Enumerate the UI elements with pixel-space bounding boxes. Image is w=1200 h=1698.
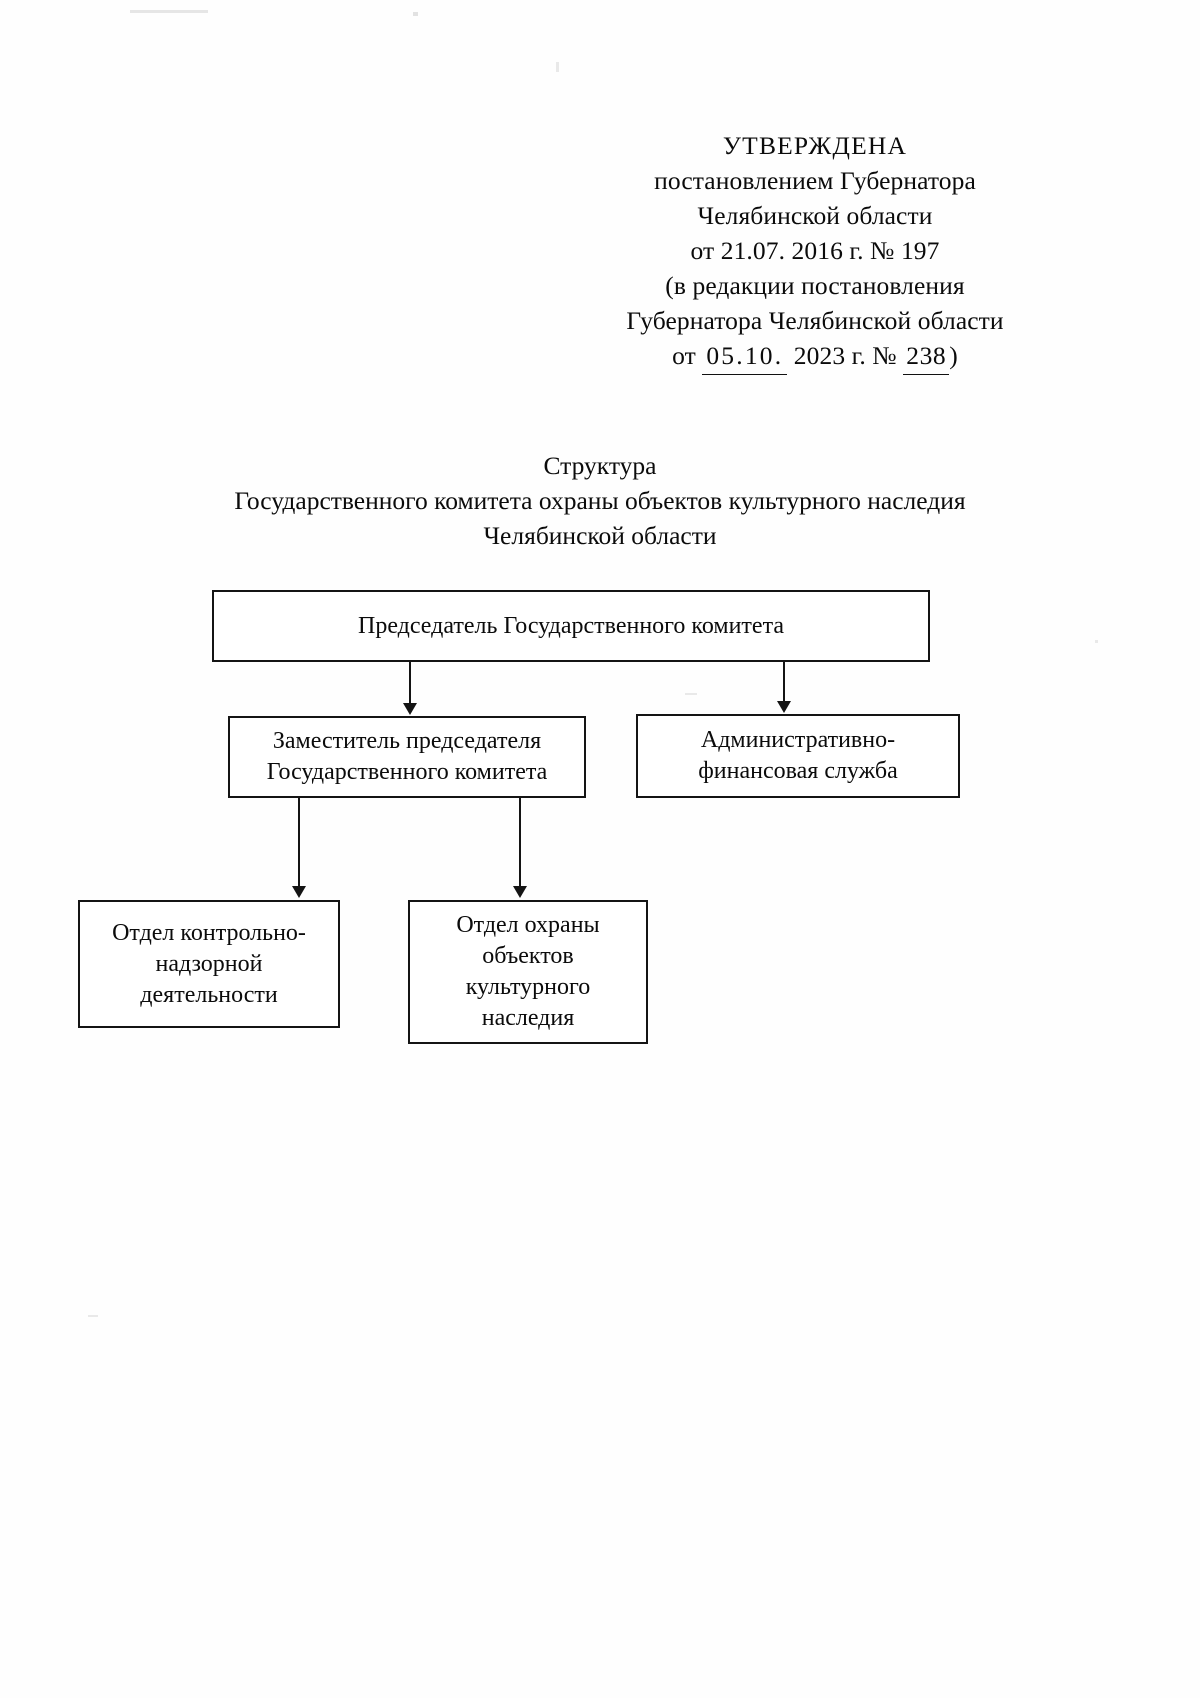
scan-artifact bbox=[130, 10, 208, 13]
approval-line-5: (в редакции постановления bbox=[665, 271, 965, 300]
org-node-heritage-dept-label: Отдел охраны объектов культурного наслед… bbox=[456, 910, 599, 1034]
org-node-chairman: Председатель Государственного комитета bbox=[212, 590, 930, 662]
org-node-control-dept-label: Отдел контрольно- надзорной деятельности bbox=[112, 918, 306, 1011]
org-node-control-line-3: деятельности bbox=[140, 981, 278, 1008]
amendment-year-number-label: 2023 г. № bbox=[793, 341, 904, 370]
org-node-heritage-dept: Отдел охраны объектов культурного наслед… bbox=[408, 900, 648, 1044]
arrowhead-icon bbox=[777, 701, 791, 713]
title-line-3: Челябинской области bbox=[483, 521, 717, 550]
org-node-heritage-line-1: Отдел охраны bbox=[456, 912, 600, 938]
org-node-admin-fin: Административно- финансовая служба bbox=[636, 714, 960, 798]
approval-line-4: от 21.07. 2016 г. № 197 bbox=[690, 236, 940, 265]
approval-block: УТВЕРЖДЕНА постановлением Губернатора Че… bbox=[600, 128, 1030, 375]
org-node-deputy-label: Заместитель председателя Государственног… bbox=[267, 726, 548, 788]
org-node-chairman-label: Председатель Государственного комитета bbox=[357, 612, 785, 639]
org-node-control-line-2: надзорной bbox=[155, 950, 263, 977]
scan-artifact bbox=[556, 62, 559, 72]
title-line-1: Структура bbox=[543, 451, 657, 480]
edge-deputy-control bbox=[298, 798, 300, 888]
org-node-control-line-1: Отдел контрольно- bbox=[112, 919, 306, 946]
org-node-admin-fin-line-2: финансовая служба bbox=[698, 758, 898, 784]
approval-line-3: Челябинской области bbox=[697, 201, 933, 230]
amendment-prefix: от bbox=[672, 341, 696, 370]
arrowhead-icon bbox=[292, 886, 306, 898]
approval-line-2: постановлением Губернатора bbox=[654, 166, 976, 195]
approval-line-6: Губернатора Челябинской области bbox=[626, 306, 1004, 335]
amendment-suffix: ) bbox=[949, 341, 958, 370]
org-node-heritage-line-4: наследия bbox=[481, 1005, 575, 1031]
title-line-2: Государственного комитета охраны объекто… bbox=[234, 486, 966, 515]
page-title: Структура Государственного комитета охра… bbox=[100, 448, 1100, 553]
org-node-admin-fin-label: Административно- финансовая служба bbox=[698, 725, 898, 787]
scan-artifact bbox=[413, 12, 418, 16]
org-node-deputy-line-2: Государственного комитета bbox=[266, 759, 548, 785]
scan-artifact bbox=[1095, 640, 1098, 643]
scan-artifact bbox=[88, 1315, 98, 1317]
approval-line-1: УТВЕРЖДЕНА bbox=[722, 131, 908, 160]
org-node-deputy-line-1: Заместитель председателя bbox=[272, 728, 542, 754]
approval-amendment-line: от 05.10. 2023 г. № 238) bbox=[600, 338, 1030, 375]
org-node-deputy: Заместитель председателя Государственног… bbox=[228, 716, 586, 798]
scan-artifact bbox=[685, 693, 697, 695]
amendment-date-filled: 05.10. bbox=[702, 338, 788, 375]
org-node-control-dept: Отдел контрольно- надзорной деятельности bbox=[78, 900, 340, 1028]
org-node-admin-fin-line-1: Административно- bbox=[700, 727, 896, 753]
edge-chairman-deputy bbox=[409, 662, 411, 706]
edge-deputy-heritage bbox=[519, 798, 521, 888]
arrowhead-icon bbox=[403, 703, 417, 715]
amendment-number-filled: 238 bbox=[903, 338, 950, 375]
org-node-heritage-line-2: объектов bbox=[482, 943, 574, 969]
arrowhead-icon bbox=[513, 886, 527, 898]
org-node-heritage-line-3: культурного bbox=[465, 974, 591, 1000]
edge-chairman-admin-fin bbox=[783, 662, 785, 704]
